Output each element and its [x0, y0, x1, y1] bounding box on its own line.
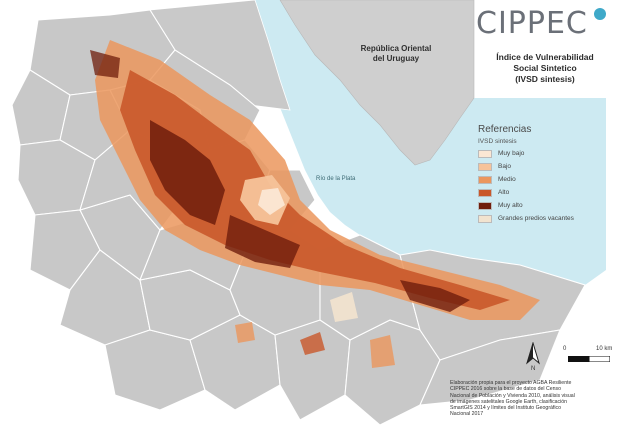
legend-heading: Referencias	[478, 124, 532, 135]
legend: Referencias IVSD sintesis Muy bajo Bajo …	[478, 124, 606, 226]
map-title-line: (IVSD sintesis)	[515, 74, 575, 84]
map-title-line: Índice de Vulnerabilidad	[496, 52, 594, 62]
legend-swatch	[478, 175, 492, 184]
source-note: Elaboración propia para el proyecto AGBA…	[450, 380, 615, 418]
zone-medio	[95, 40, 540, 320]
source-line: Elaboración propia para el proyecto AGBA…	[450, 380, 572, 386]
legend-item: Muy bajo	[478, 148, 606, 159]
scale-max-label: 10 km	[596, 346, 613, 352]
cippec-logo-dot	[594, 8, 606, 20]
legend-item: Alto	[478, 187, 606, 198]
scale-zero-label: 0	[563, 346, 567, 352]
legend-swatch	[478, 162, 492, 171]
zone-muy-alto-2	[225, 215, 300, 268]
zone-outskirt-1	[300, 332, 325, 355]
legend-item: Grandes predios vacantes	[478, 213, 606, 224]
map-title: Índice de Vulnerabilidad Social Sintetic…	[484, 52, 606, 85]
legend-item: Medio	[478, 174, 606, 185]
cippec-logo: CIPPEC	[476, 6, 588, 41]
legend-subtitle: IVSD sintesis	[478, 138, 517, 145]
zone-muy-alto-1	[150, 120, 225, 225]
uruguay-land	[279, 0, 475, 166]
legend-label: Muy bajo	[498, 150, 525, 157]
legend-swatch	[478, 201, 492, 210]
legend-label: Muy alto	[498, 202, 523, 209]
source-line: de imágenes satelitales Google Earth, cl…	[450, 398, 568, 405]
map-title-line: Social Sintetico	[513, 63, 577, 73]
river-label: Río de la Plata	[316, 176, 356, 182]
source-line: Nacional de Población y Vivienda 2010, a…	[450, 392, 575, 399]
legend-swatch	[478, 188, 492, 197]
legend-label: Medio	[498, 176, 516, 183]
zone-alto	[120, 70, 510, 310]
legend-item: Muy alto	[478, 200, 606, 211]
source-line: CIPPEC 2016 sobre la base de datos del C…	[450, 386, 562, 393]
uruguay-label-line: del Uruguay	[372, 54, 420, 63]
legend-swatch	[478, 149, 492, 158]
zone-muy-alto-3	[400, 280, 470, 312]
partido-u	[419, 329, 561, 406]
source-line: SmartGIS 2014 y límites del Instituto Ge…	[450, 405, 562, 412]
zone-vacante	[330, 292, 358, 322]
north-letter: N	[531, 366, 536, 372]
zone-outskirt-2	[370, 335, 395, 368]
source-line: Nacional 2017	[450, 411, 484, 418]
vulnerability-zones	[90, 40, 540, 368]
zone-muy-bajo	[258, 188, 285, 215]
uruguay-label-line: República Oriental	[360, 44, 432, 53]
legend-label: Bajo	[498, 163, 512, 170]
scale-bar	[568, 356, 610, 362]
uruguay-label: República Oriental del Uruguay	[348, 44, 444, 64]
legend-label: Grandes predios vacantes	[498, 215, 574, 222]
legend-label: Alto	[498, 189, 510, 196]
legend-swatch	[478, 214, 492, 223]
zone-outskirt-3	[235, 322, 255, 343]
legend-item: Bajo	[478, 161, 606, 172]
zone-muy-alto-4	[90, 50, 120, 78]
north-arrow-icon	[526, 342, 540, 365]
